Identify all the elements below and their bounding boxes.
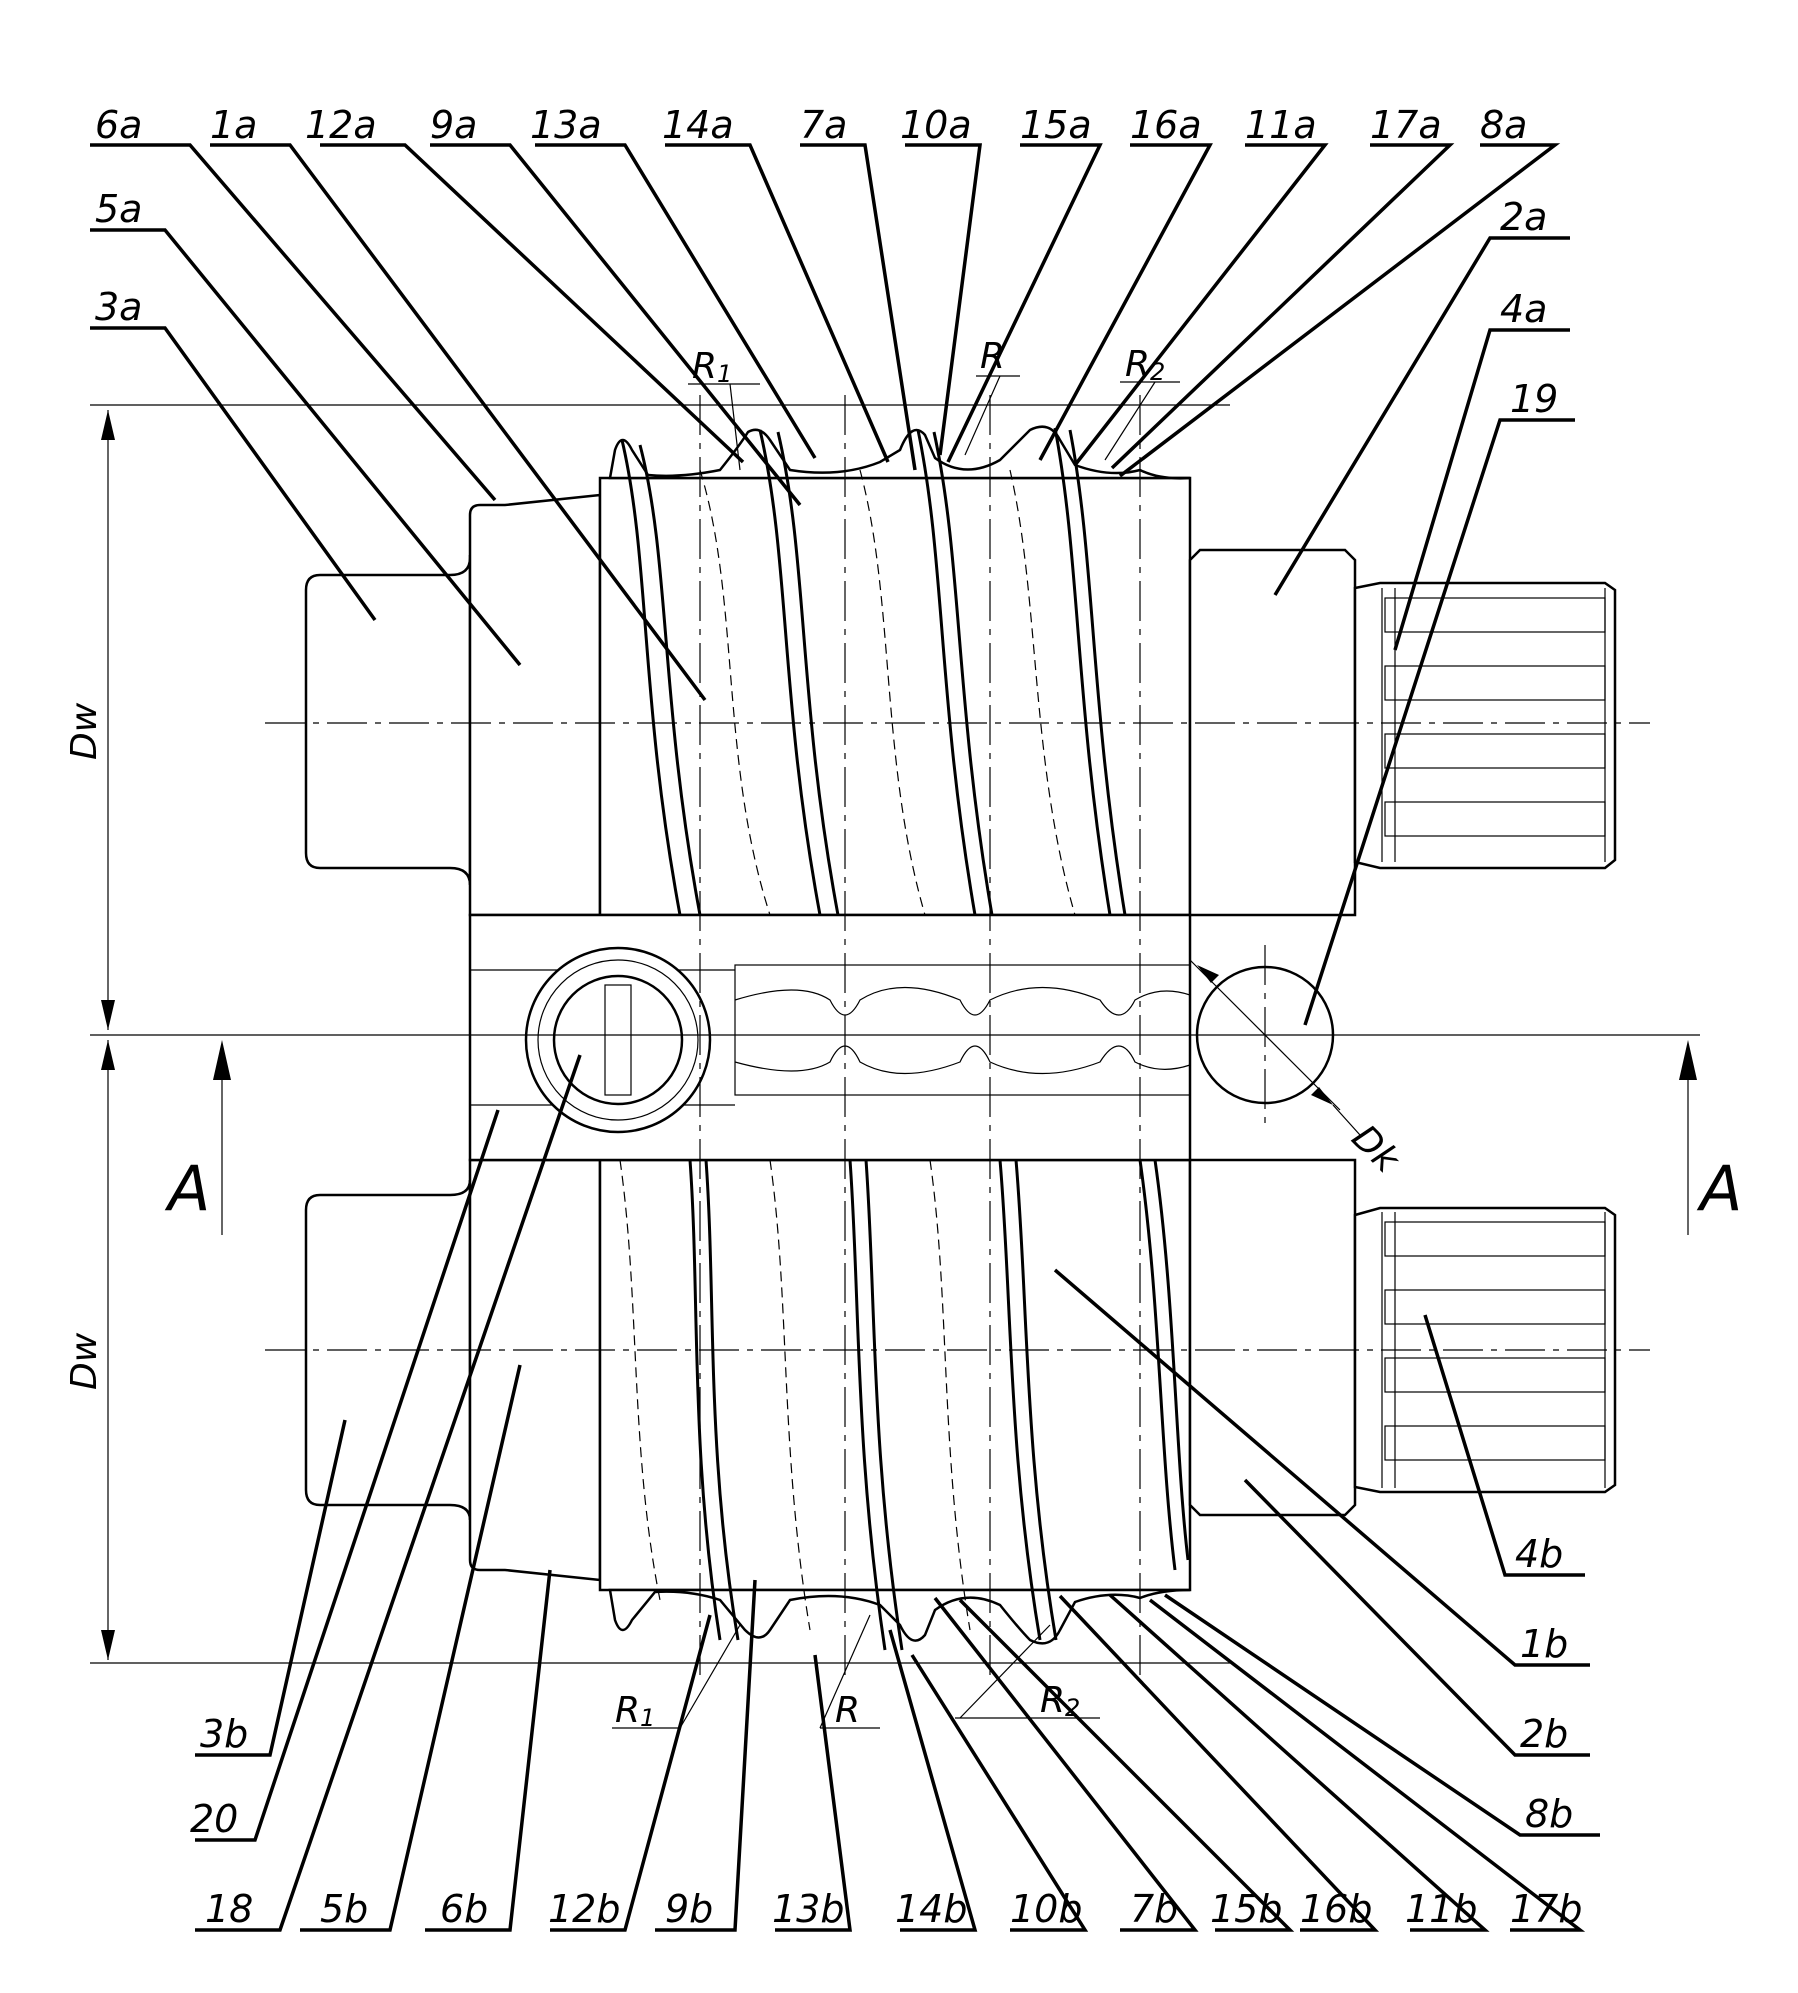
label-7b: 7b — [1130, 1887, 1178, 1931]
label-7a: 7a — [800, 103, 847, 147]
label-8a: 8a — [1480, 103, 1527, 147]
label-4b: 4b — [1515, 1532, 1563, 1576]
section-a-right: A — [1696, 1152, 1742, 1225]
label-12a: 12a — [305, 103, 377, 147]
label-8b: 8b — [1525, 1792, 1573, 1836]
label-1b: 1b — [1520, 1622, 1568, 1666]
splined-shaft-4a — [1353, 581, 1617, 870]
splines-4a — [1381, 588, 1606, 862]
label-11a: 11a — [1245, 103, 1317, 147]
shoulder-2a — [1188, 548, 1357, 917]
shoulder-5a — [468, 493, 602, 917]
label-16b: 16b — [1300, 1887, 1372, 1931]
dim-dw-bottom: Dw — [64, 1332, 105, 1390]
label-19: 19 — [1510, 377, 1558, 421]
dim-r2-top: R2 — [1125, 344, 1165, 386]
section-a-left: A — [164, 1152, 210, 1225]
label-6b: 6b — [440, 1887, 488, 1931]
label-18: 18 — [205, 1887, 253, 1931]
thread-crest-profile-top — [608, 425, 1191, 480]
dim-r1-top: R1 — [692, 346, 732, 388]
label-3a: 3a — [95, 285, 142, 329]
dim-r-bottom: R — [835, 1690, 860, 1731]
labels-bottom: 18 5b 6b 12b 9b 13b 14b 10b 7b 15b 16b 1… — [205, 1887, 1582, 1931]
label-2a: 2a — [1500, 195, 1547, 239]
label-11b: 11b — [1405, 1887, 1477, 1931]
shoulder-5b — [468, 1158, 602, 1582]
dim-r1-bottom: R1 — [615, 1690, 655, 1732]
dim-dw-top: Dw — [64, 702, 105, 760]
dimension-dw-top: Dw — [64, 410, 115, 1030]
label-14b: 14b — [895, 1887, 967, 1931]
dimension-dw-bottom: Dw — [64, 1040, 115, 1660]
label-4a: 4a — [1500, 287, 1547, 331]
label-20: 20 — [190, 1797, 238, 1841]
labels-right-bottom: 4b 1b 2b 8b — [1515, 1532, 1573, 1836]
section-mark-left: A — [164, 1040, 231, 1235]
label-15a: 15a — [1020, 103, 1092, 147]
label-13a: 13a — [530, 103, 602, 147]
labels-right-top: 2a 4a 19 — [1500, 195, 1558, 421]
worm-core-1b — [598, 1158, 1192, 1592]
label-17a: 17a — [1370, 103, 1442, 147]
worm-core-1a — [598, 476, 1192, 917]
label-5a: 5a — [95, 187, 142, 231]
label-17b: 17b — [1510, 1887, 1582, 1931]
shaft-journal-3a — [304, 555, 472, 886]
shoulder-2b — [1188, 1158, 1357, 1517]
label-16a: 16a — [1130, 103, 1202, 147]
label-9b: 9b — [665, 1887, 713, 1931]
label-15b: 15b — [1210, 1887, 1282, 1931]
label-5b: 5b — [320, 1887, 368, 1931]
label-6a: 6a — [95, 103, 142, 147]
leader-lines — [90, 143, 1600, 1932]
upper-worm — [304, 425, 1617, 917]
middle-plate — [468, 913, 1341, 1162]
labels-left: 5a 3a — [95, 187, 142, 329]
label-3b: 3b — [200, 1712, 248, 1756]
splined-shaft-4b — [1353, 1206, 1617, 1494]
center-lines — [90, 395, 1700, 1680]
label-2b: 2b — [1520, 1712, 1568, 1756]
labels-top: 6a 1a 12a 9a 13a 14a 7a 10a 15a 16a 11a … — [95, 103, 1527, 147]
label-13b: 13b — [772, 1887, 844, 1931]
lower-worm — [304, 1158, 1617, 1651]
label-10b: 10b — [1010, 1887, 1082, 1931]
label-14a: 14a — [662, 103, 734, 147]
section-mark-right: A — [1679, 1040, 1742, 1235]
label-10a: 10a — [900, 103, 972, 147]
label-1a: 1a — [210, 103, 257, 147]
label-12b: 12b — [548, 1887, 620, 1931]
labels-bottom-left: 3b 20 — [190, 1712, 248, 1841]
label-9a: 9a — [430, 103, 477, 147]
